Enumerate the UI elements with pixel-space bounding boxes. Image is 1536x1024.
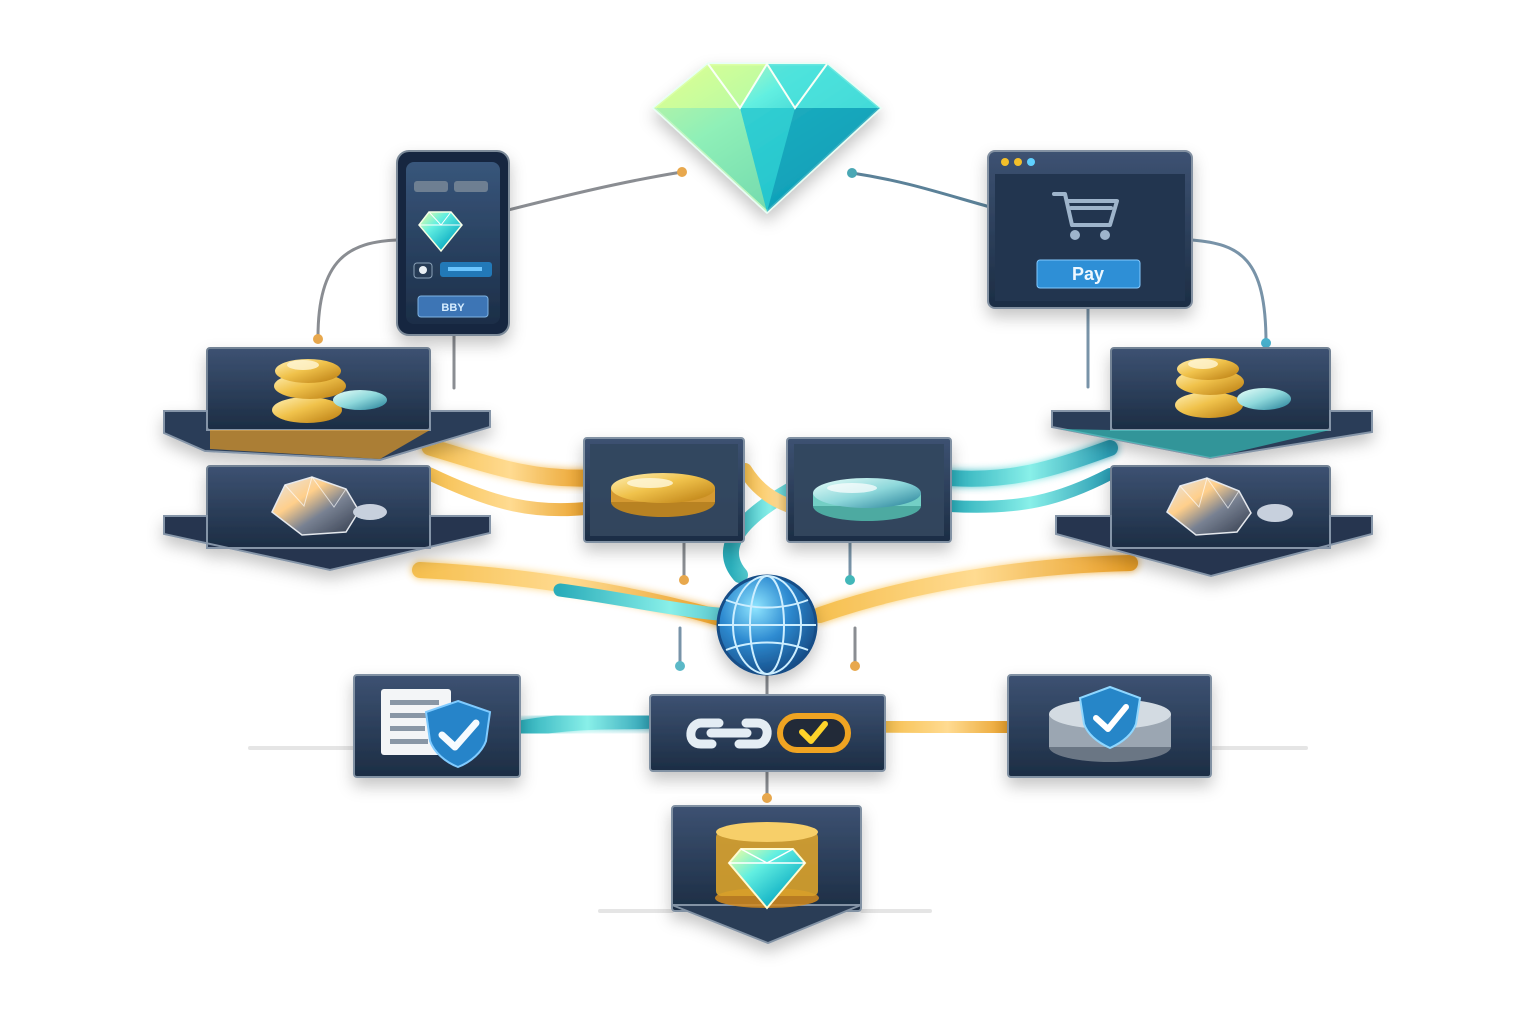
raw-gem-platform-left <box>163 465 491 572</box>
bottom-ribbon-left <box>511 711 664 738</box>
flow-ribbons <box>248 438 1308 913</box>
globe-icon <box>716 574 818 676</box>
smartphone-panel: BBY <box>396 150 510 336</box>
connector-right-pay-top <box>850 171 992 209</box>
connector-left-phone-top <box>506 170 684 212</box>
phone-avatar-icon <box>419 266 427 274</box>
gold-coins-icon <box>1175 358 1291 418</box>
teal-ribbon-mid-right <box>944 468 1116 513</box>
bottom-ribbon-right <box>876 715 1019 739</box>
payment-window: Pay <box>987 150 1193 309</box>
gold-ribbon-top-left <box>421 438 599 487</box>
wide-ribbon-right <box>812 555 1138 623</box>
raw-gem-icon <box>1166 476 1293 536</box>
shield-vault-panel <box>1007 674 1212 778</box>
gold-coins-icon <box>272 359 387 423</box>
connector-dots <box>313 167 1271 803</box>
checkmark-icon <box>777 713 851 753</box>
shield-check-icon <box>424 699 492 769</box>
top-diamond-icon <box>651 62 883 215</box>
window-dot-yellow <box>1001 158 1009 166</box>
mobile-buy-button[interactable] <box>417 295 489 318</box>
gold-coins-platform-left <box>163 347 491 462</box>
connector-pay-right <box>1190 238 1268 345</box>
connector-phone-left <box>316 238 399 339</box>
vault-diamond-icon <box>715 822 819 910</box>
shopping-cart-icon <box>1052 192 1119 240</box>
raw-gem-icon <box>271 475 387 536</box>
chain-link-icon <box>686 718 772 749</box>
token-panel-right <box>786 437 952 543</box>
mobile-button-label: BBY <box>441 302 465 314</box>
document-shield-panel <box>353 674 521 778</box>
token-disc-icon <box>611 473 715 517</box>
pay-button[interactable] <box>1036 259 1141 289</box>
gold-coins-platform-right <box>1051 347 1373 460</box>
token-disc-icon <box>813 478 921 521</box>
shield-check-icon <box>1049 685 1171 762</box>
chain-verification-panel <box>649 694 886 772</box>
raw-gem-platform-right <box>1055 465 1373 578</box>
token-panel-left <box>583 437 745 543</box>
teal-ribbon-top-right <box>942 440 1118 487</box>
window-dot-yellow <box>1014 158 1022 166</box>
gold-ribbon-mid-left <box>423 467 597 517</box>
pay-button-label: Pay <box>1072 264 1104 284</box>
phone-diamond-icon <box>418 211 463 253</box>
vault-diamond-panel <box>671 805 862 945</box>
window-dot-blue <box>1027 158 1035 166</box>
